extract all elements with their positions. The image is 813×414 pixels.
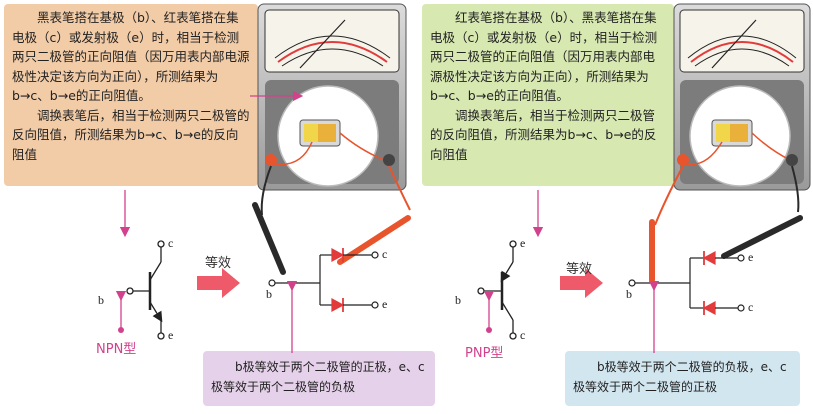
npn-equivalence-label: 等效 [205,256,232,271]
pnp-equivalence-label: 等效 [566,262,593,277]
npn-equivalent-circuit [268,247,379,313]
pnp-probes [649,165,803,283]
pnp-eq-e-label: e [748,250,754,264]
npn-eq-e-label: e [382,297,388,311]
pnp-type-label: PNP型 [465,346,504,361]
pnp-black-probe [721,215,803,259]
pnp-pin-b-label: b [455,293,461,307]
pnp-conclusion-box: b极等效于两个二极管的负极，e、c极等效于两个二极管的正极 [565,351,800,406]
npn-black-probe [252,202,286,275]
pnp-pin-e-label: e [520,236,526,250]
npn-pin-e-label: e [168,328,174,342]
npn-eq-c-label: c [382,247,388,261]
pnp-multimeter [673,3,811,191]
npn-type-label: NPN型 [96,342,137,357]
pnp-equivalent-circuit [628,250,745,316]
npn-explanation-box: 黑表笔搭在基极（b）、红表笔搭在集电极（c）或发射极（e）时，相当于检测两只二极… [4,4,258,186]
npn-pin-c-label: c [168,236,174,250]
npn-equivalence-arrow [197,268,240,298]
pnp-explanation-box: 红表笔搭在基极（b）、黑表笔搭在集电极（c）或发射极（e）时，相当于检测两只二极… [422,4,674,186]
npn-conclusion-box: b极等效于两个二极管的正极，e、c极等效于两个二极管的负极 [203,351,435,406]
npn-eq-b-label: b [266,287,272,301]
pnp-equivalence-arrow [560,268,603,298]
pnp-transistor-symbol [477,240,517,340]
pnp-eq-c-label: c [748,300,754,314]
npn-transistor-symbol [126,240,165,340]
npn-pin-b-label: b [98,293,104,307]
pnp-eq-b-label: b [626,287,632,301]
pnp-pin-c-label: c [520,328,526,342]
npn-multimeter [250,3,407,191]
